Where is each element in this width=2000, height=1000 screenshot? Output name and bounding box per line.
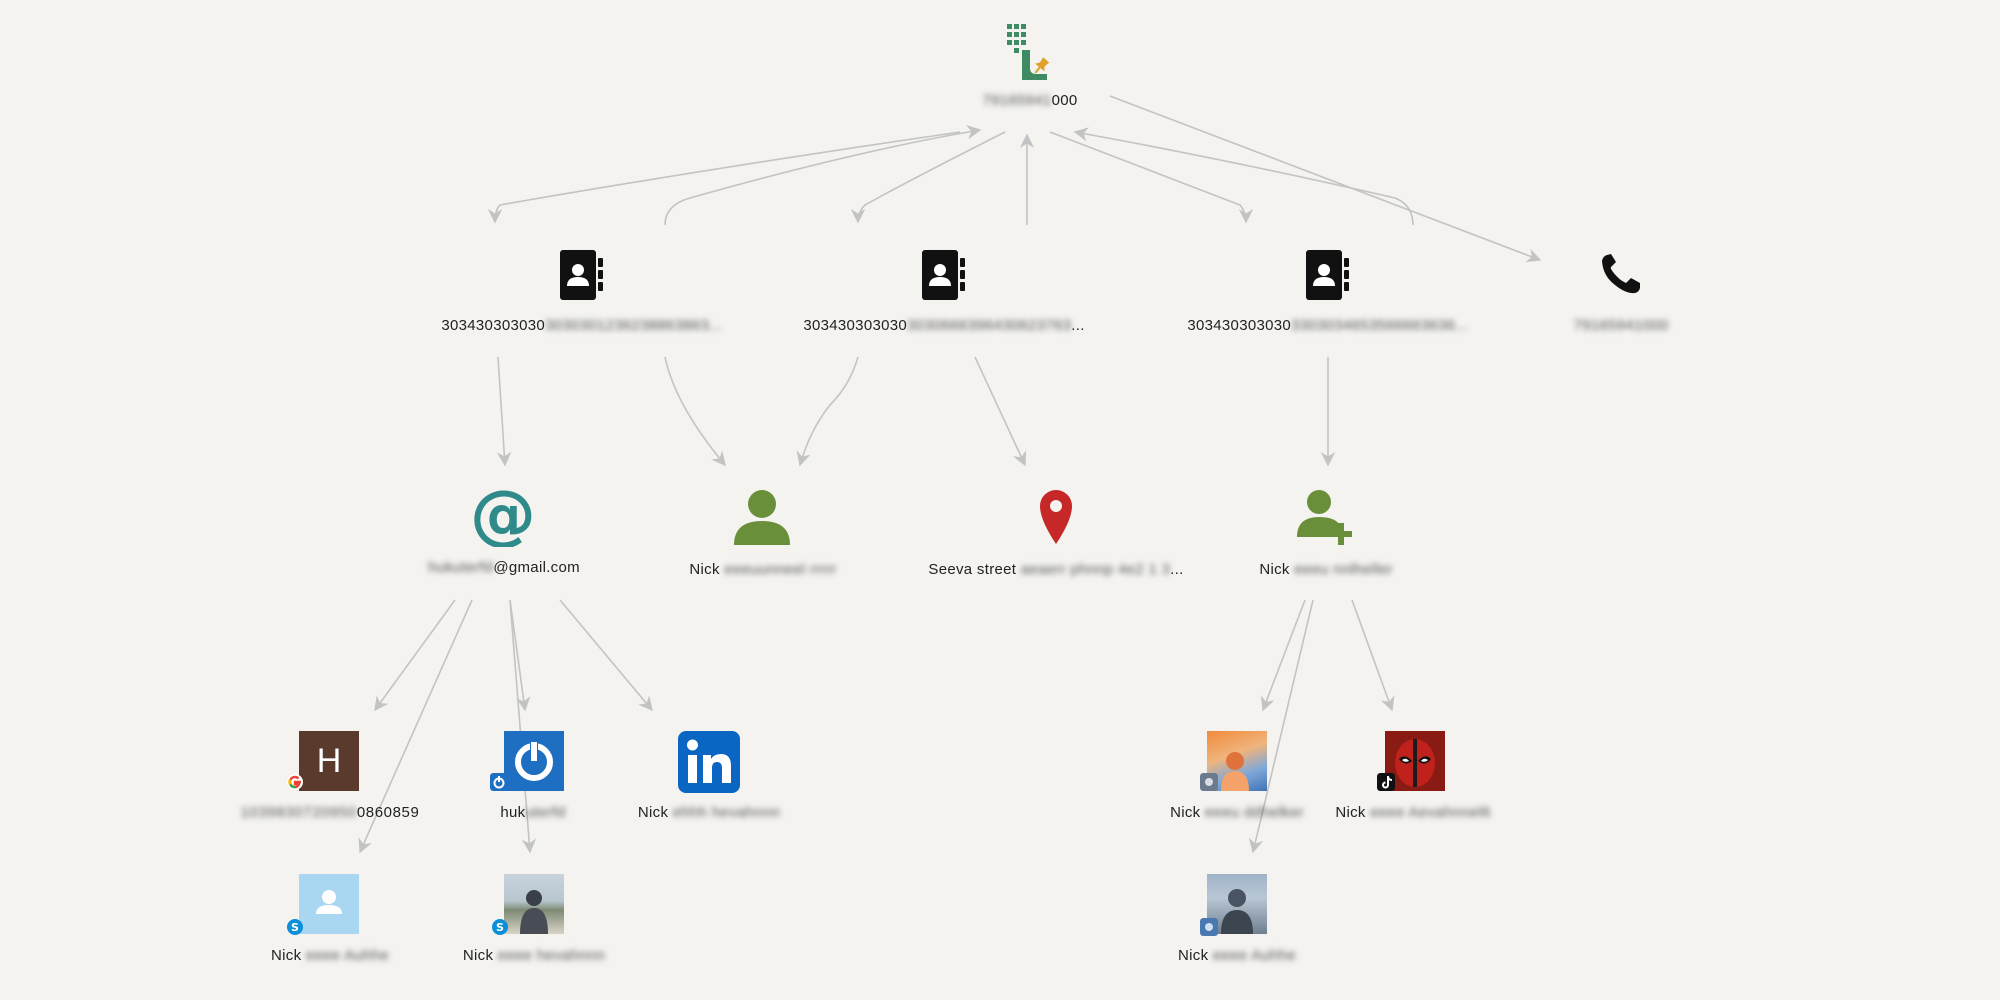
edge-contact2-person: [796, 356, 859, 467]
contact-label-1: 3034303030303030301236238863863...: [441, 317, 723, 334]
account-photo-1[interactable]: [1200, 731, 1268, 793]
account-power[interactable]: [490, 731, 565, 793]
account-linkedin[interactable]: [678, 731, 740, 793]
person-add-label: Nick eeeu nnlheller: [1259, 561, 1393, 578]
account-google-label: 10398307209500860859: [240, 804, 420, 821]
avatar: [504, 731, 564, 791]
edge-contact1-root: [664, 125, 982, 226]
edge-root-contact1: [487, 131, 961, 224]
edge-email-photo: [509, 599, 537, 854]
contact-node-2[interactable]: [922, 250, 966, 300]
contact-book-icon: [922, 250, 965, 300]
person-silhouette-icon: [1221, 752, 1249, 791]
account-photo-2[interactable]: [1200, 874, 1268, 936]
power-app-icon: [490, 773, 508, 791]
edge-contact1-email: [496, 356, 512, 467]
default-avatar-icon: [316, 890, 342, 914]
contact-label-3: 3034303030303303034653566663636...: [1187, 317, 1469, 334]
edge-personadd-acc2: [1351, 599, 1395, 712]
linkedin-icon: [678, 731, 740, 793]
email-at-icon: @: [473, 485, 533, 547]
tiktok-icon: [1377, 773, 1395, 791]
account-linkedin-label: Nick ehhh hevahnnn: [637, 804, 781, 821]
account-tiktok[interactable]: [1377, 731, 1446, 793]
skype-icon: S: [287, 919, 303, 935]
location-node[interactable]: [1038, 488, 1074, 544]
edge-email-google: [374, 599, 456, 712]
edge-email-skype: [358, 599, 473, 854]
location-label: Seeva street aeaerr phnnp 4e2 1 3...: [928, 561, 1184, 578]
edges: [358, 95, 1542, 854]
account-power-label: hukuterfd: [500, 804, 566, 821]
phone-label: 79165941000: [1573, 317, 1669, 334]
person-add-node[interactable]: [1295, 487, 1357, 547]
pin-icon: [1034, 57, 1050, 74]
edge-personadd-acc3: [1248, 599, 1314, 854]
root-node[interactable]: [1003, 22, 1055, 80]
phone-icon: [1602, 254, 1640, 294]
account-skype-1-label: Nick eeee Auhhe: [271, 947, 389, 964]
edge-personadd-acc1: [1260, 599, 1306, 712]
contact-book-icon: [1306, 250, 1349, 300]
profile-photo: [1385, 731, 1445, 791]
root-label: 79165941000: [982, 92, 1078, 109]
location-pin-icon: [1040, 490, 1072, 544]
google-icon: [287, 774, 303, 790]
email-node[interactable]: @: [473, 485, 533, 547]
contact-node-3[interactable]: [1306, 250, 1350, 300]
account-tiktok-label: Nick eeee Aevahnnel6: [1335, 804, 1491, 821]
email-label: hukuterfd@gmail.com: [428, 559, 580, 576]
edge-root-contact3: [1049, 131, 1254, 224]
account-skype-1[interactable]: S: [287, 874, 360, 936]
edge-root-phone: [1109, 95, 1542, 263]
svg-text:@: @: [473, 485, 533, 547]
person-silhouette-icon: [1221, 889, 1253, 934]
profile-photo: [504, 874, 564, 934]
phone-node[interactable]: [1599, 252, 1643, 296]
power-app-icon: [515, 741, 553, 781]
account-skype-2-label: Nick eeee hevahnnn: [462, 947, 606, 964]
edge-root-contact2: [850, 131, 1006, 224]
contact-label-2: 3034303030303030666396430623763...: [803, 317, 1085, 334]
skype-icon: S: [492, 919, 508, 935]
account-photo-1-label: Nick eeeu ddhelker: [1170, 804, 1304, 821]
edge-contact3-root: [1073, 127, 1414, 226]
person-label: Nick eeeuunneel rrrrr: [689, 561, 837, 578]
edge-email-power: [509, 599, 531, 712]
svg-text:S: S: [496, 921, 504, 934]
avatar: [299, 874, 359, 934]
account-skype-2[interactable]: S: [492, 874, 565, 936]
svg-text:S: S: [291, 921, 299, 934]
person-icon: [734, 490, 790, 545]
edge-contact2-location: [974, 356, 1027, 467]
photo-icon: [1200, 918, 1218, 936]
account-google[interactable]: H: [287, 731, 360, 793]
masked-hero-avatar: [1395, 739, 1435, 787]
contact-node-1[interactable]: [560, 250, 604, 300]
edge-email-linkedin: [559, 599, 653, 712]
account-photo-2-label: Nick eeee Auhhe: [1178, 947, 1296, 964]
person-add-icon: [1297, 490, 1352, 545]
person-node[interactable]: [731, 487, 793, 547]
photo-icon: [1200, 773, 1218, 791]
person-silhouette-icon: [520, 890, 548, 934]
contact-book-icon: [560, 250, 603, 300]
avatar: H: [299, 731, 359, 791]
phone-keypad-icon: [1007, 24, 1050, 80]
edge-contact1-person: [664, 356, 726, 467]
